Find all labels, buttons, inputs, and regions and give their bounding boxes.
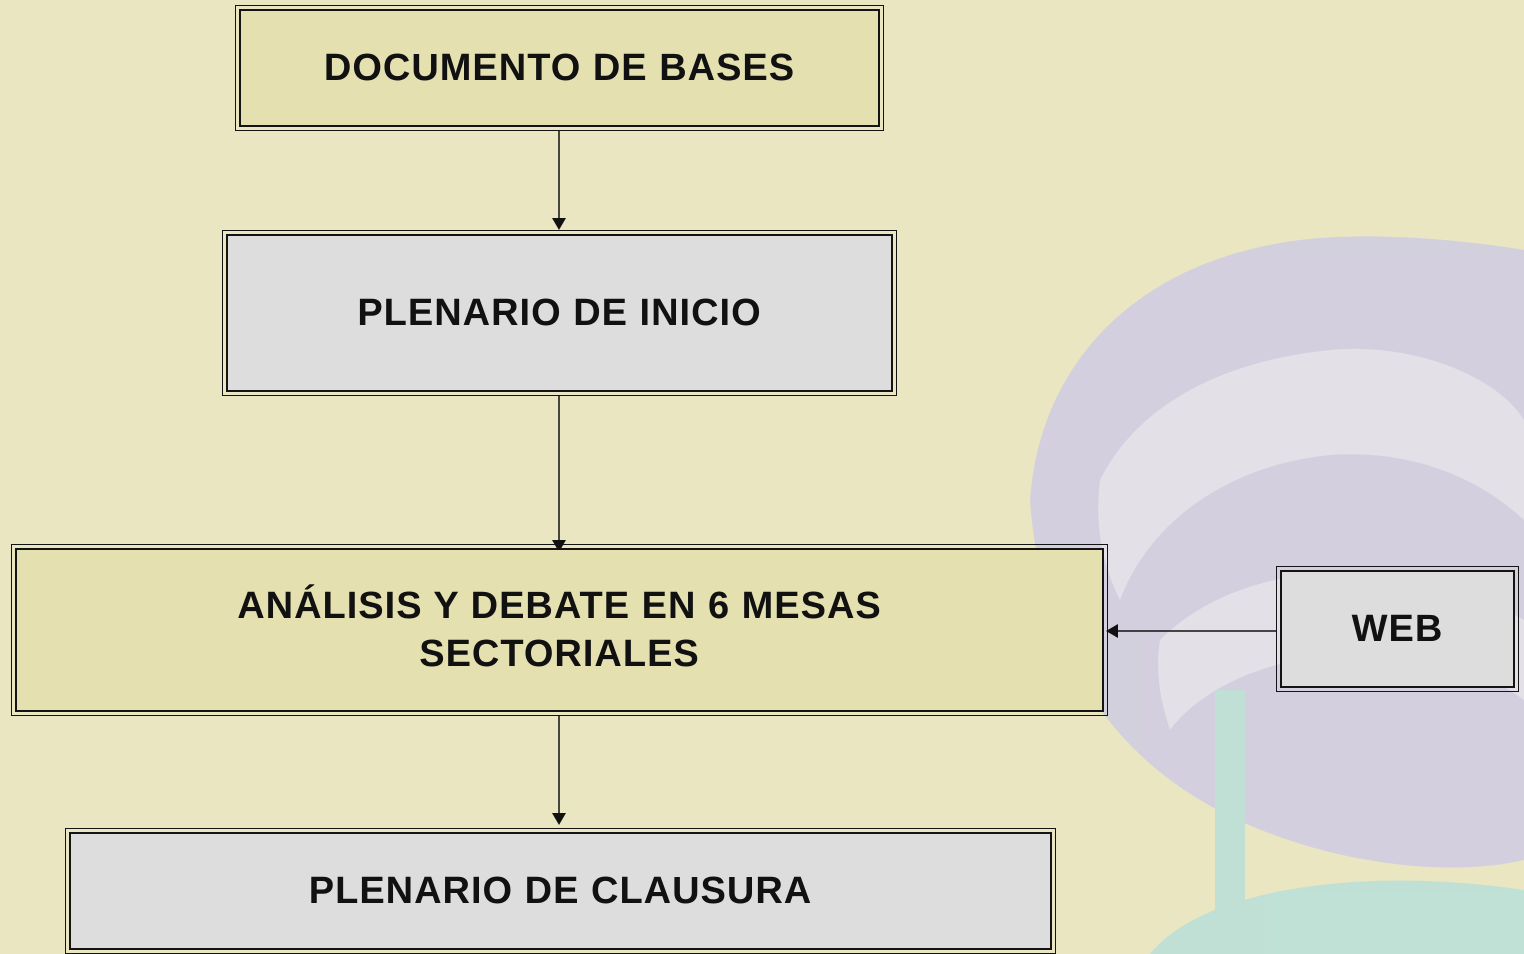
node-label: ANÁLISIS Y DEBATE EN 6 MESAS SECTORIALES xyxy=(237,585,882,675)
node-web: WEB xyxy=(1276,566,1519,692)
node-label: PLENARIO DE CLAUSURA xyxy=(308,870,813,912)
connector-analisis-to-clausura xyxy=(552,715,566,825)
node-plenario-de-inicio: PLENARIO DE INICIO xyxy=(222,230,897,396)
connector-web-to-analisis xyxy=(1106,624,1277,638)
node-documento-de-bases: DOCUMENTO DE BASES xyxy=(235,5,884,131)
connector-inicio-to-analisis xyxy=(552,395,566,552)
node-label: WEB xyxy=(1351,608,1444,650)
node-label: PLENARIO DE INICIO xyxy=(357,292,762,334)
connector-documento-to-inicio xyxy=(552,130,566,230)
node-analisis-y-debate: ANÁLISIS Y DEBATE EN 6 MESAS SECTORIALES xyxy=(11,544,1108,716)
node-label: DOCUMENTO DE BASES xyxy=(323,47,796,89)
node-plenario-de-clausura: PLENARIO DE CLAUSURA xyxy=(65,828,1056,954)
